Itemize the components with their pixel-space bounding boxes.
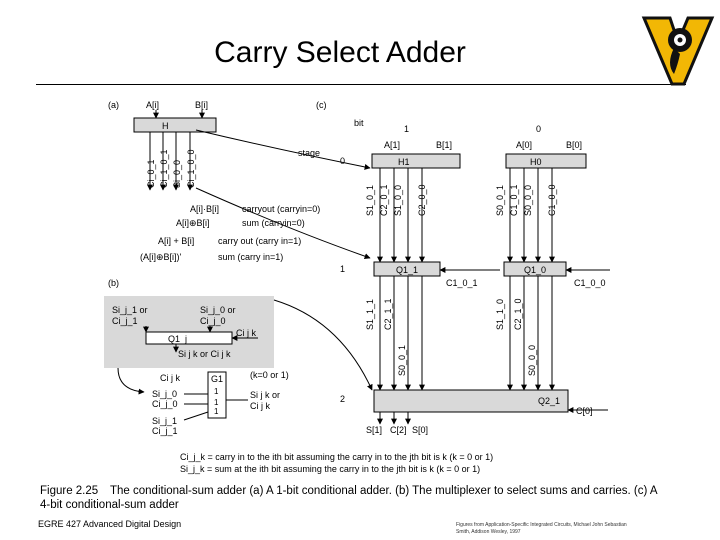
gate-in-ci-j-1: Ci_j_1 bbox=[152, 426, 178, 436]
input-a1: A[1] bbox=[384, 140, 400, 150]
out-s1: S[1] bbox=[366, 425, 382, 435]
input-ai-label: A[i] bbox=[146, 100, 159, 110]
h1-out-c2-0-1: C2_0_1 bbox=[379, 184, 389, 216]
definition-sum: Si_j_k = sum at the ith bit assuming the… bbox=[180, 464, 480, 474]
figure-credit: Figures from Application-Specific Integr… bbox=[456, 522, 716, 536]
arrow-a-to-h1 bbox=[195, 129, 371, 170]
gate-g1 bbox=[207, 371, 227, 419]
eq-sum-xnor: (A[i]⊕B[i])' bbox=[140, 252, 182, 262]
mux-input-1: Si_j_1 or bbox=[112, 305, 148, 315]
c1-0-0-label: C1_0_0 bbox=[574, 278, 606, 288]
university-logo bbox=[641, 16, 715, 86]
gate-out-si-j-k: Si j k or bbox=[250, 390, 280, 400]
input-a0: A[0] bbox=[516, 140, 532, 150]
mux-input-2b: Ci_j_0 bbox=[200, 316, 226, 326]
mux-q2-1 bbox=[373, 389, 569, 413]
gate-in-si-j-1: Si_j_1 bbox=[152, 416, 177, 426]
input-b0: B[0] bbox=[566, 140, 582, 150]
gate-in-ci-j-0: Ci_j_0 bbox=[152, 399, 178, 409]
gate-g1-in2: 1 bbox=[214, 407, 219, 416]
input-bi-label: B[i] bbox=[195, 100, 208, 110]
half-adder-h1 bbox=[371, 153, 461, 169]
gate-out-ci-j-k: Ci j k bbox=[250, 401, 270, 411]
out-c2: C[2] bbox=[390, 425, 407, 435]
q2-1-label: Q2_1 bbox=[538, 396, 560, 406]
half-adder-label: H bbox=[162, 121, 169, 131]
half-adder-h0 bbox=[505, 153, 587, 169]
eq-carry-or-desc: carry out (carry in=1) bbox=[218, 236, 301, 246]
gate-g1-in0: 1 bbox=[214, 387, 219, 396]
gate-select-label: Ci j k bbox=[160, 373, 180, 383]
mid-s0-0-0: S0_0_0 bbox=[527, 345, 537, 376]
h1-out-s1-0-0: S1_0_0 bbox=[393, 185, 403, 216]
mid-c2-1-1: C2_1_1 bbox=[383, 298, 393, 330]
output-ci-1-0-1: Ci_1_0_1 bbox=[159, 149, 169, 188]
c0-label: C[0] bbox=[576, 406, 593, 416]
part-c-conditional-sum-adder: (c) bit 1 0 stage 0 1 2 A[1] B[1] A[0] B… bbox=[180, 100, 610, 474]
title-underline bbox=[36, 84, 686, 85]
figure-caption-text: The conditional-sum adder (a) A 1-bit co… bbox=[40, 485, 657, 511]
stage-2-label: 2 bbox=[340, 394, 345, 404]
part-a-tag: (a) bbox=[108, 100, 119, 110]
h1-label: H1 bbox=[398, 157, 410, 167]
eq-carry-and-desc: carryout (carryin=0) bbox=[242, 204, 320, 214]
output-si-0-0: Si_0_0 bbox=[172, 160, 182, 188]
eq-sum-xor-desc: sum (carryin=0) bbox=[242, 218, 305, 228]
gate-g1-label: G1 bbox=[211, 374, 223, 384]
bit-0-label: 0 bbox=[536, 124, 541, 134]
course-footer: EGRE 427 Advanced Digital Design bbox=[38, 519, 182, 529]
half-adder-box-h bbox=[133, 117, 217, 133]
part-b-tag: (b) bbox=[108, 278, 119, 288]
page-title: Carry Select Adder bbox=[214, 36, 466, 69]
mid-s1-1-1: S1_1_1 bbox=[365, 299, 375, 330]
figure-credit-line2: Smith, Addison Wesley, 1997 bbox=[456, 529, 521, 535]
stage-1-label: 1 bbox=[340, 264, 345, 274]
gate-in-si-j-0: Si_j_0 bbox=[152, 389, 177, 399]
bit-label: bit bbox=[354, 118, 364, 128]
part-a-1bit-conditional-adder: (a) A[i] B[i] H Ci_0_1 Ci_1_0_1 Si_0_0 C… bbox=[108, 100, 320, 262]
h0-out-c1-0-1: C1_0_1 bbox=[509, 184, 519, 216]
mux-box-q1j bbox=[145, 331, 233, 345]
figure-number: Figure 2.25 bbox=[40, 485, 99, 497]
part-b-multiplexer: (b) Si_j_1 or Ci_j_1 Si_j_0 or Ci_j_0 Q1… bbox=[104, 278, 289, 436]
mid-c2-1-0: C2_1_0 bbox=[513, 298, 523, 330]
out-s0: S[0] bbox=[412, 425, 428, 435]
h1-out-c2-0-0: C2_0_0 bbox=[417, 184, 427, 216]
eq-sum-xnor-desc: sum (carry in=1) bbox=[218, 252, 283, 262]
c1-0-1-label: C1_0_1 bbox=[446, 278, 478, 288]
h0-out-s0-0-0: S0_0_0 bbox=[523, 185, 533, 216]
gate-k-note: (k=0 or 1) bbox=[250, 370, 289, 380]
mux-label: Q1_j bbox=[168, 334, 187, 344]
q1-0-label: Q1_0 bbox=[524, 265, 546, 275]
bit-1-label: 1 bbox=[404, 124, 409, 134]
mux-input-2: Si_j_0 or bbox=[200, 305, 236, 315]
h0-out-c1-0-0: C1_0_0 bbox=[547, 184, 557, 216]
output-ci-1-0-0: Ci_1_0_0 bbox=[186, 149, 196, 188]
eq-sum-xor: A[i]⊕B[i] bbox=[176, 218, 210, 228]
arrow-a-to-q bbox=[195, 187, 371, 260]
ram-head-logo-icon bbox=[668, 28, 692, 74]
mid-s1-1-0: S1_1_0 bbox=[495, 299, 505, 330]
h1-out-s1-0-1: S1_0_1 bbox=[365, 185, 375, 216]
mux-output-label: Si j k or Ci j k bbox=[178, 349, 231, 359]
eq-carry-and: A[i]·B[i] bbox=[190, 204, 219, 214]
h0-out-s0-0-1: S0_0_1 bbox=[495, 185, 505, 216]
stage-label: stage bbox=[298, 148, 320, 158]
figure-credit-line1: Figures from Application-Specific Integr… bbox=[456, 522, 627, 528]
output-ci-0-1: Ci_0_1 bbox=[146, 159, 156, 188]
gate-g1-in1: 1 bbox=[214, 398, 219, 407]
part-c-tag: (c) bbox=[316, 100, 327, 110]
mid-s0-0-1: S0_0_1 bbox=[397, 345, 407, 376]
stage-0-label: 0 bbox=[340, 156, 345, 166]
mux-input-1b: Ci_j_1 bbox=[112, 316, 138, 326]
q1-1-label: Q1_1 bbox=[396, 265, 418, 275]
eq-carry-or: A[i] + B[i] bbox=[158, 236, 194, 246]
mux-select-label: Ci j k bbox=[236, 328, 256, 338]
input-b1: B[1] bbox=[436, 140, 452, 150]
arrow-b-to-q2 bbox=[273, 299, 373, 391]
definition-carry: Ci_j_k = carry in to the ith bit assumin… bbox=[180, 452, 493, 462]
h0-label: H0 bbox=[530, 157, 542, 167]
